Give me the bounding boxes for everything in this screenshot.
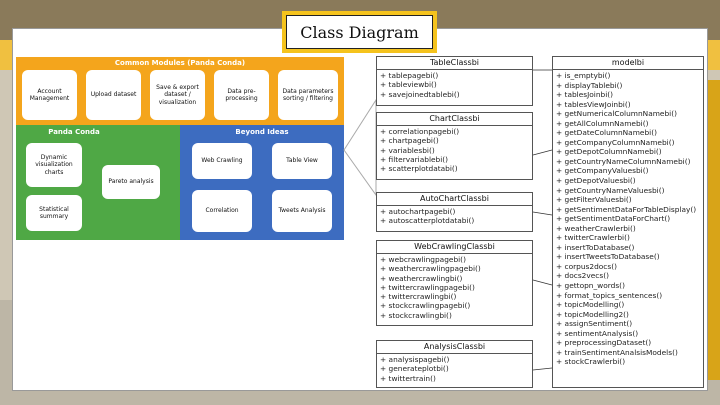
method: + weathercrawlingpagebi() — [380, 264, 481, 274]
method: + weatherCrawlerbi() — [556, 223, 636, 233]
module-data-parameters: Data parameters sorting / filtering — [278, 70, 338, 120]
method: + stockCrawlerbi() — [556, 357, 626, 367]
method-list: + webcrawlingpagebi() + weathercrawlingp… — [377, 254, 532, 321]
module-save-export: Save & export dataset / visualization — [150, 70, 205, 120]
method: + insertTweetsToDatabase() — [556, 252, 660, 262]
method: + savejoinedtablebi() — [380, 89, 460, 99]
method: + getCountryNameColumnNamebi() — [556, 156, 691, 166]
method: + format_topics_sentences() — [556, 290, 663, 300]
common-modules-title: Common Modules (Panda Conda) — [114, 59, 246, 67]
class-name: ChartClassbi — [377, 113, 532, 126]
method: + tableviewbi() — [380, 80, 437, 90]
beyond-ideas-section: Beyond Ideas Web Crawling Table View Cor… — [180, 125, 344, 240]
class-analysisclassbi: AnalysisClassbi + analysispagebi() + gen… — [376, 340, 533, 388]
panda-conda-title: Panda Conda — [48, 128, 100, 136]
method: + scatterplotdatabi() — [380, 164, 458, 174]
method: + correlationpagebi() — [380, 127, 460, 136]
method: + autoscatterplotdatabi() — [380, 216, 475, 226]
box-statistical-summary: Statistical summary — [26, 195, 82, 231]
module-upload-dataset: Upload dataset — [86, 70, 141, 120]
method: + is_emptybi() — [556, 71, 611, 80]
method: + getFilterValuesbi() — [556, 195, 632, 205]
box-tweets-analysis: Tweets Analysis — [272, 190, 332, 232]
method: + twittertrain() — [380, 373, 436, 383]
method: + getSentimentDataForTableDisplay() — [556, 204, 697, 214]
method: + twitterCrawlerbi() — [556, 233, 630, 243]
callout-pointer — [343, 98, 377, 197]
method-list: + analysispagebi() + generateplotbi() + … — [377, 354, 532, 384]
method: + analysispagebi() — [380, 355, 450, 364]
method: + topicModelling() — [556, 300, 625, 310]
method: + tablepagebi() — [380, 71, 439, 80]
method: + webcrawlingpagebi() — [380, 255, 466, 264]
method: + getDepotValuesbi() — [556, 176, 636, 186]
box-pareto-analysis: Pareto analysis — [102, 165, 160, 199]
method: + insertToDatabase() — [556, 242, 635, 252]
box-correlation: Correlation — [192, 190, 252, 232]
class-chartclassbi: ChartClassbi + correlationpagebi() + cha… — [376, 112, 533, 180]
method: + topicModelling2() — [556, 309, 629, 319]
class-connectors — [532, 69, 553, 371]
class-webcrawlingclassbi: WebCrawlingClassbi + webcrawlingpagebi()… — [376, 240, 533, 326]
method-list: + is_emptybi()+ displayTablebi()+ tables… — [553, 70, 703, 368]
method: + getDepotColumnNamebi() — [556, 147, 662, 157]
box-table-view: Table View — [272, 143, 332, 179]
method: + tablesJoinbi() — [556, 90, 614, 100]
module-account-management: Account Management — [22, 70, 77, 120]
method: + corpus2docs() — [556, 261, 617, 271]
method: + getCountryNameValuesbi() — [556, 185, 665, 195]
method: + getCompanyColumnNamebi() — [556, 137, 675, 147]
panda-conda-section: Panda Conda Dynamic visualization charts… — [16, 125, 180, 240]
module-data-preprocessing: Data pre-processing — [214, 70, 269, 120]
architecture-diagram: Common Modules (Panda Conda) Account Man… — [16, 57, 344, 240]
method: + getNumericalColumnNamebi() — [556, 109, 677, 119]
class-name: modelbi — [553, 57, 703, 70]
method: + chartpagebi() — [380, 136, 439, 146]
method: + getDateColumnNamebi() — [556, 128, 657, 138]
class-name: TableClassbi — [377, 57, 532, 70]
method: + docs2vecs() — [556, 271, 609, 281]
method: + filtervariablebi() — [380, 154, 449, 164]
method: + generateplotbi() — [380, 364, 449, 374]
method: + variablesbi() — [380, 145, 435, 155]
method: + weathercrawlingbi() — [380, 273, 463, 283]
method: + preprocessingDataset() — [556, 338, 652, 348]
method: + sentimentAnalysis() — [556, 328, 639, 338]
method: + displayTablebi() — [556, 80, 623, 90]
method: + getAllColumnNamebi() — [556, 118, 649, 128]
title-frame: Class Diagram — [282, 11, 437, 53]
method: + autochartpagebi() — [380, 207, 456, 216]
method-list: + correlationpagebi() + chartpagebi() + … — [377, 126, 532, 174]
page-title: Class Diagram — [286, 15, 433, 49]
method: + getSentimentDataForChart() — [556, 214, 671, 224]
class-modelbi: modelbi + is_emptybi()+ displayTablebi()… — [552, 56, 704, 388]
box-web-crawling: Web Crawling — [192, 143, 252, 179]
method: + twittercrawlingbi() — [380, 292, 457, 302]
class-name: AnalysisClassbi — [377, 341, 532, 354]
class-name: AutoChartClassbi — [377, 193, 532, 206]
class-tableclassbi: TableClassbi + tablepagebi() + tableview… — [376, 56, 533, 106]
box-dynamic-visualization: Dynamic visualization charts — [26, 143, 82, 187]
method: + stockcrawlingpagebi() — [380, 301, 471, 311]
class-name: WebCrawlingClassbi — [377, 241, 532, 254]
method-list: + tablepagebi() + tableviewbi() + savejo… — [377, 70, 532, 100]
common-modules-section: Common Modules (Panda Conda) Account Man… — [16, 57, 344, 125]
method: + twittercrawlingpagebi() — [380, 282, 475, 292]
method: + trainSentimentAnalsisModels() — [556, 347, 678, 357]
beyond-ideas-title: Beyond Ideas — [235, 128, 289, 136]
class-autochartclassbi: AutoChartClassbi + autochartpagebi() + a… — [376, 192, 533, 232]
method: + assignSentiment() — [556, 319, 633, 329]
method-list: + autochartpagebi() + autoscatterplotdat… — [377, 206, 532, 227]
method: + gettopn_words() — [556, 281, 625, 291]
method: + getCompanyValuesbi() — [556, 166, 649, 176]
method: + tablesViewJoinbi() — [556, 99, 631, 109]
method: + stockcrawlingbi() — [380, 310, 452, 320]
